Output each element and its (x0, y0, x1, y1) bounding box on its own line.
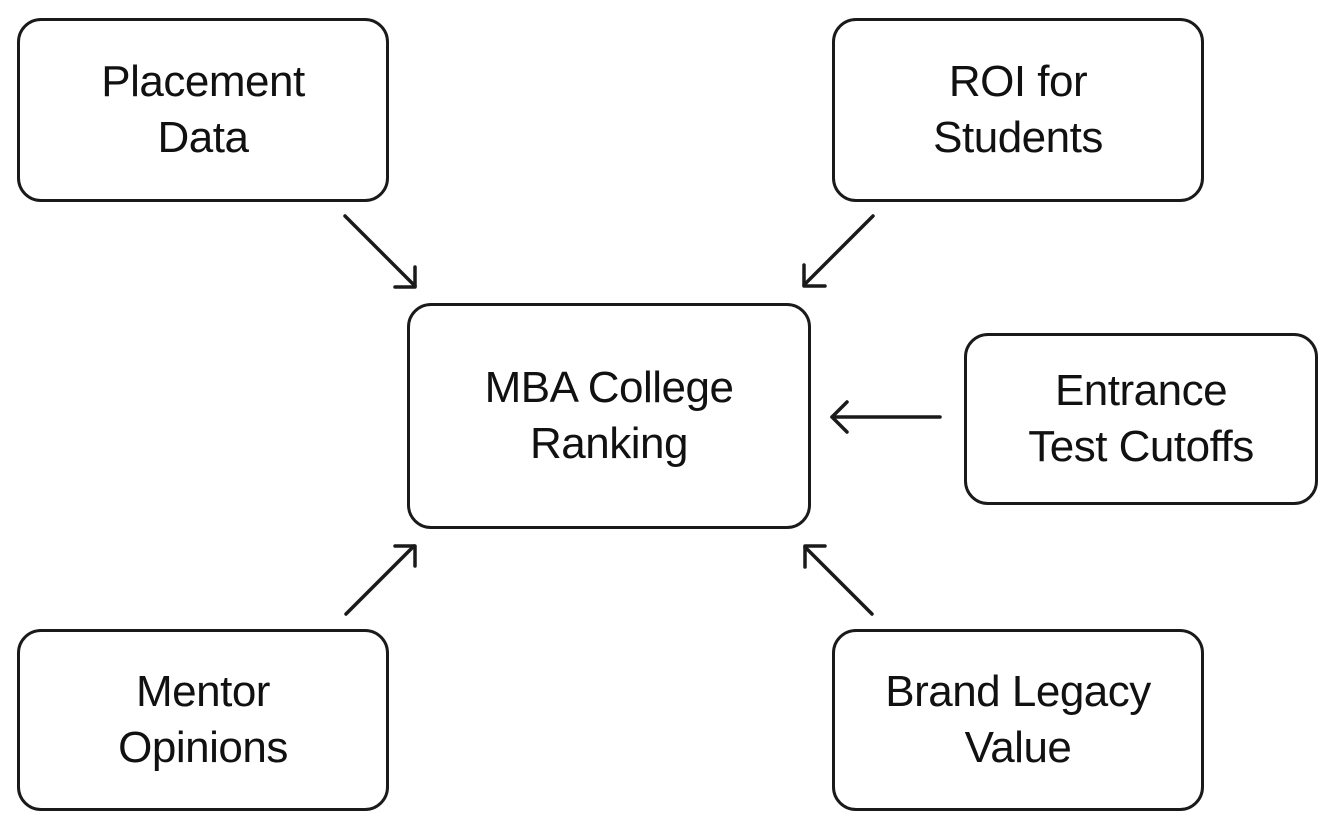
node-label: Mentor Opinions (118, 667, 288, 772)
node-placement-data: Placement Data (17, 18, 389, 202)
edge-entrance-to-center (830, 400, 942, 434)
arrowhead-icon (830, 400, 849, 434)
arrowhead-icon (803, 544, 827, 569)
node-entrance-test-cutoffs: Entrance Test Cutoffs (964, 333, 1318, 505)
node-label: ROI for Students (933, 57, 1103, 162)
node-label: Entrance Test Cutoffs (1028, 366, 1254, 471)
node-mba-college-ranking: MBA College Ranking (407, 303, 811, 529)
node-mentor-opinions: Mentor Opinions (17, 629, 389, 811)
arrowhead-icon (802, 263, 827, 288)
arrowhead-icon (393, 544, 417, 568)
edge-roi-to-center (802, 214, 875, 288)
node-label: MBA College Ranking (484, 363, 734, 468)
node-roi-for-students: ROI for Students (832, 18, 1204, 202)
node-label: Placement Data (101, 57, 305, 162)
node-brand-legacy-value: Brand Legacy Value (832, 629, 1204, 811)
edge-mentor-to-center (344, 544, 417, 616)
edge-placement-to-center (343, 214, 417, 289)
edge-brand-to-center (803, 544, 874, 616)
node-label: Brand Legacy Value (885, 667, 1151, 772)
arrowhead-icon (393, 265, 417, 289)
